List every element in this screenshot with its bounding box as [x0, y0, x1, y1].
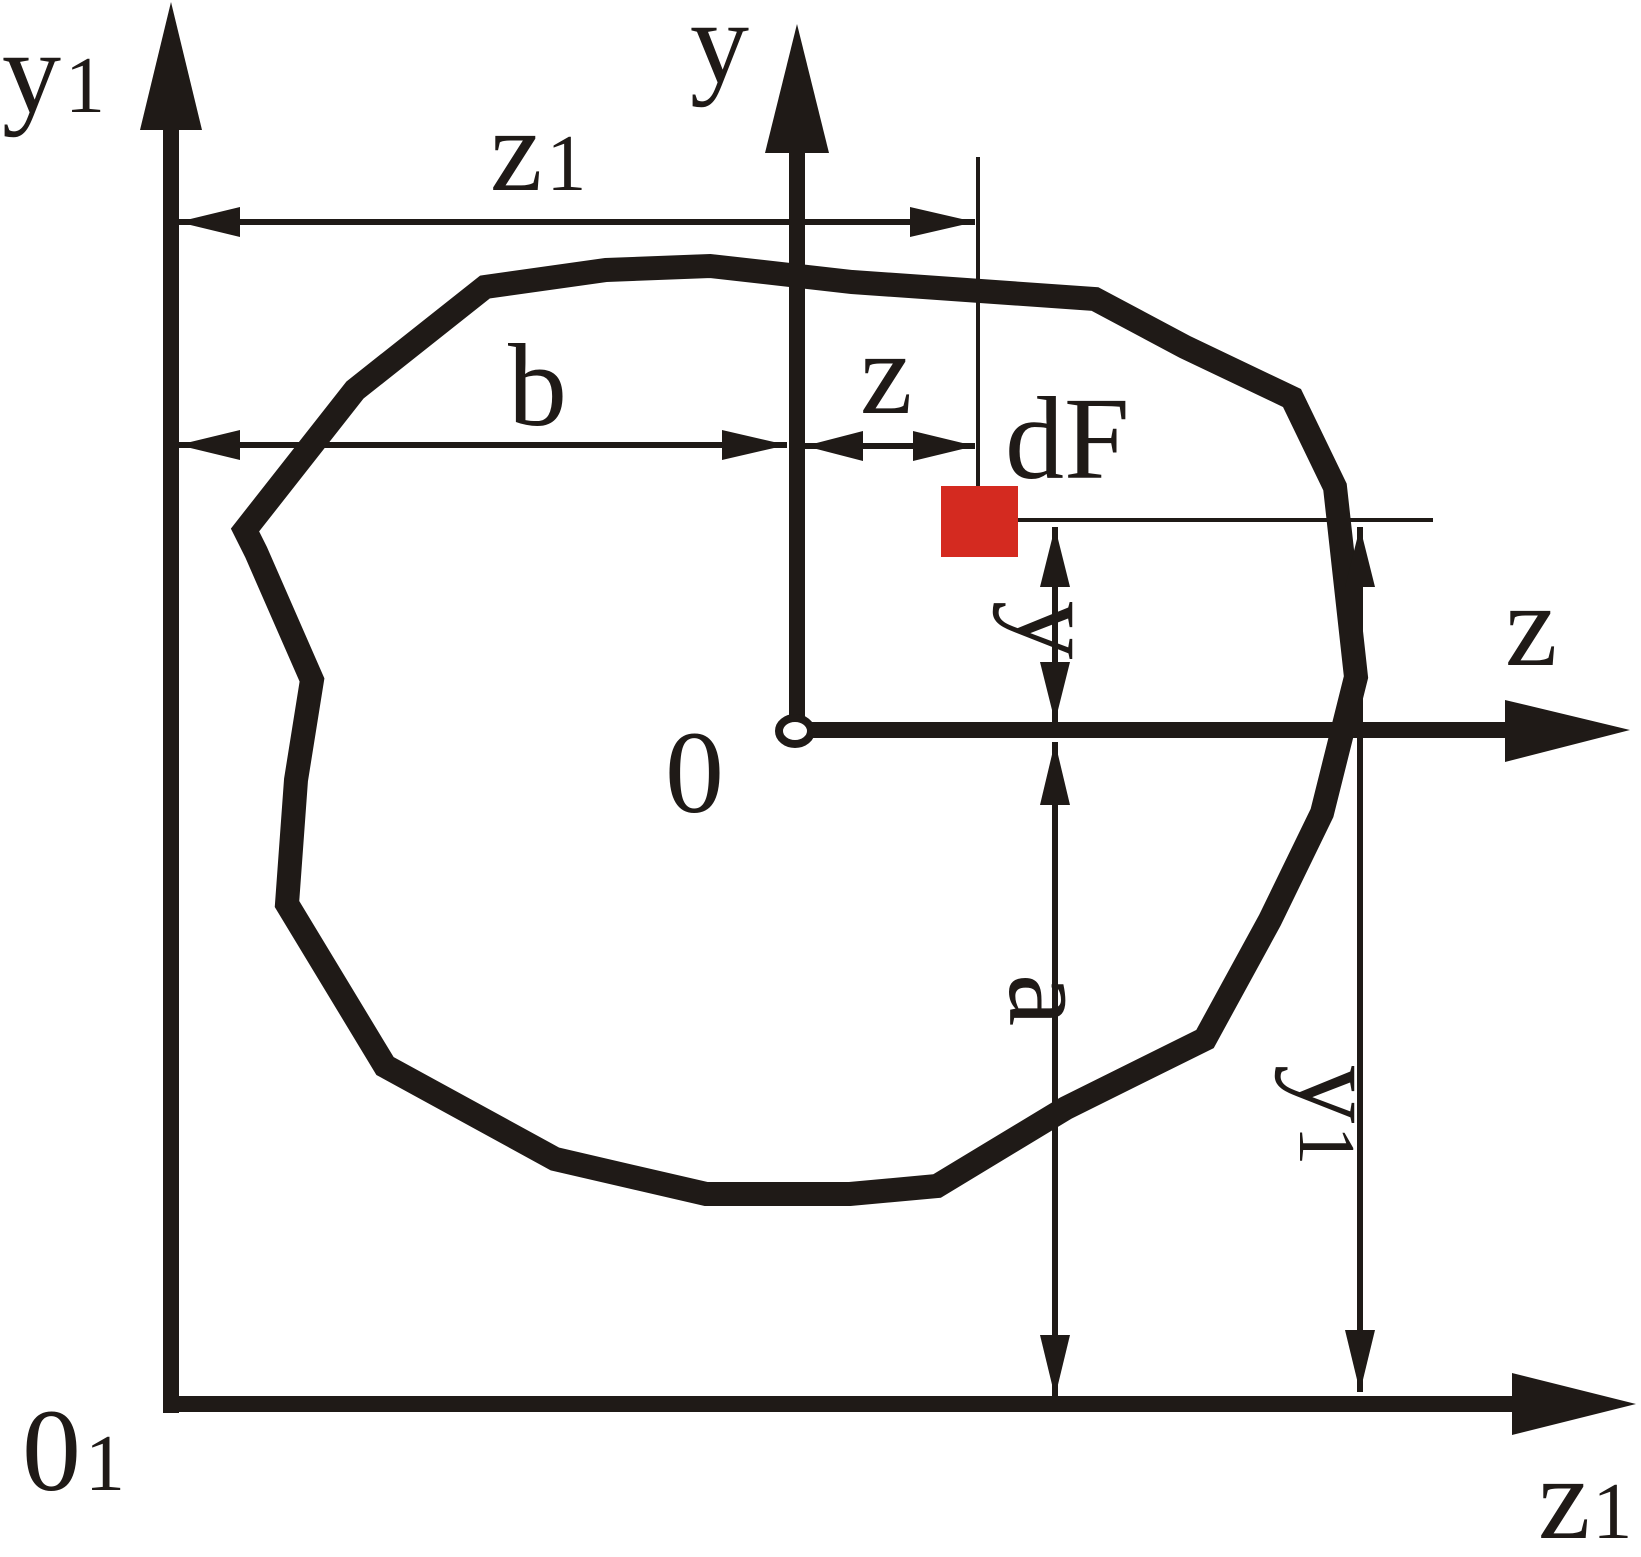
y1-axis-arrowhead	[140, 2, 202, 130]
cross-section-outline	[230, 253, 1369, 1206]
origin-point	[775, 714, 815, 748]
dim-y-arrow-bottom	[1040, 662, 1070, 722]
element-dF	[941, 486, 1018, 557]
axis-label-z1: z1	[1538, 1433, 1632, 1552]
dim-y-arrow-top	[1040, 527, 1070, 587]
z1-axis-arrowhead	[1512, 1373, 1636, 1435]
dim-label-y: y	[992, 601, 1123, 660]
dim-y1-arrow-bottom	[1345, 1330, 1375, 1392]
dim-z1-arrow-left	[178, 207, 240, 237]
dim-label-z1: z1	[490, 85, 586, 216]
element-label-dF: dF	[1005, 373, 1130, 504]
origin1-label: 01	[22, 1385, 125, 1516]
dim-z-arrow-left	[805, 431, 863, 461]
dim-z1-arrow-right	[910, 207, 975, 237]
dim-y1-arrow-top	[1345, 527, 1375, 587]
y-axis-arrowhead	[765, 24, 829, 153]
dim-a-arrow-top	[1040, 742, 1070, 805]
axis-label-y1: y1	[2, 7, 105, 138]
dim-b-arrow-left	[178, 430, 240, 460]
dim-label-a: a	[984, 974, 1115, 1026]
z-axis-arrowhead	[1505, 700, 1630, 762]
dim-label-b: b	[508, 320, 567, 451]
dim-b-arrow-right	[722, 430, 787, 460]
origin-label: 0	[665, 707, 724, 838]
dim-label-z: z	[860, 308, 912, 439]
dim-a-arrow-bottom	[1040, 1335, 1070, 1397]
dim-label-y1: y1	[1274, 1065, 1405, 1166]
axis-label-y: y	[690, 0, 749, 108]
dim-z-arrow-right	[913, 431, 975, 461]
axis-label-z: z	[1505, 560, 1557, 691]
